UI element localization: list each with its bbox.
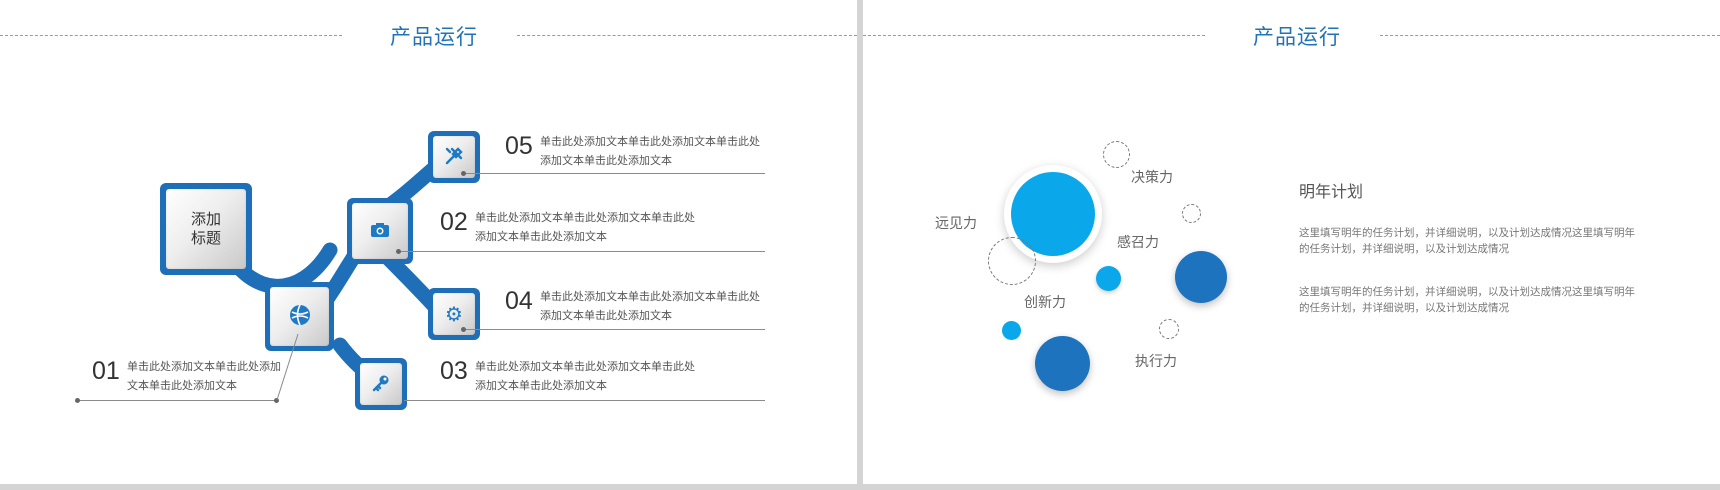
slide-title: 产品运行 xyxy=(390,25,478,49)
globe-tile[interactable] xyxy=(265,282,334,351)
gear-icon: ⚙ xyxy=(445,302,463,326)
label-innovation: 创新力 xyxy=(1024,295,1066,311)
globe-icon xyxy=(288,303,312,330)
header-divider-left xyxy=(0,35,342,36)
item-rule-01 xyxy=(77,400,277,401)
item-dot-02 xyxy=(396,249,401,254)
ring-left xyxy=(988,237,1036,285)
item-text-05: 单击此处添加文本单击此处添加文本单击此处添加文本单击此处添加文本 xyxy=(540,135,760,167)
ring-small-right xyxy=(1182,204,1201,223)
item-number-03: 03 xyxy=(440,357,468,385)
gear-tile[interactable]: ⚙ xyxy=(428,288,480,340)
label-execution: 执行力 xyxy=(1135,354,1177,370)
header-divider-right xyxy=(517,35,857,36)
plan-text-2: 这里填写明年的任务计划，并详细说明，以及计划达成情况这里填写明年的任务计划，并详… xyxy=(1299,286,1635,314)
item-number-01: 01 xyxy=(92,357,120,385)
bubble-medium-bottom xyxy=(1035,336,1090,391)
ring-bottom xyxy=(1159,319,1179,339)
plan-title: 明年计划 xyxy=(1299,182,1364,201)
label-appeal: 感召力 xyxy=(1117,235,1159,251)
plan-text-1: 这里填写明年的任务计划，并详细说明，以及计划达成情况这里填写明年的任务计划，并详… xyxy=(1299,227,1635,255)
item-rule-03 xyxy=(404,400,765,401)
connector-network xyxy=(212,157,446,393)
item-number-05: 05 xyxy=(505,132,533,160)
center-tile-label: 添加 标题 xyxy=(190,210,221,247)
header-divider-left xyxy=(863,35,1205,36)
bubble-small xyxy=(1096,266,1121,291)
item-text-01: 单击此处添加文本单击此处添加文本单击此处添加文本 xyxy=(127,360,281,392)
slide-right: 产品运行 决策力 远见力 感召力 创新力 执行力 明年计划 这里填写明年的任务计… xyxy=(863,0,1720,484)
item-dot-04 xyxy=(461,327,466,332)
camera-icon xyxy=(370,221,390,241)
label-vision: 远见力 xyxy=(935,216,977,232)
slide-left: 产品运行 添加 标题 xyxy=(0,0,857,484)
label-decision: 决策力 xyxy=(1131,170,1173,186)
header-divider-right xyxy=(1380,35,1720,36)
item-rule-04 xyxy=(463,329,765,330)
key-icon xyxy=(371,373,391,396)
item-rule-05 xyxy=(463,173,765,174)
tools-tile[interactable] xyxy=(428,131,480,183)
item-text-04: 单击此处添加文本单击此处添加文本单击此处添加文本单击此处添加文本 xyxy=(540,290,760,322)
bubble-tiny xyxy=(1002,321,1021,340)
center-tile[interactable]: 添加 标题 xyxy=(160,183,252,275)
item-text-03: 单击此处添加文本单击此处添加文本单击此处添加文本单击此处添加文本 xyxy=(475,360,695,392)
item-dot-05 xyxy=(461,171,466,176)
item-dot-01-end xyxy=(274,398,279,403)
ring-small-top xyxy=(1103,141,1130,168)
bubble-medium-right xyxy=(1175,251,1227,303)
item-rule-02 xyxy=(398,251,765,252)
item-number-02: 02 xyxy=(440,208,468,236)
item-number-04: 04 xyxy=(505,287,533,315)
tools-icon xyxy=(444,146,464,169)
item-dot-01-start xyxy=(75,398,80,403)
camera-tile[interactable] xyxy=(347,198,413,264)
item-text-02: 单击此处添加文本单击此处添加文本单击此处添加文本单击此处添加文本 xyxy=(475,211,695,243)
slide-title: 产品运行 xyxy=(1253,25,1341,49)
key-tile[interactable] xyxy=(355,358,407,410)
